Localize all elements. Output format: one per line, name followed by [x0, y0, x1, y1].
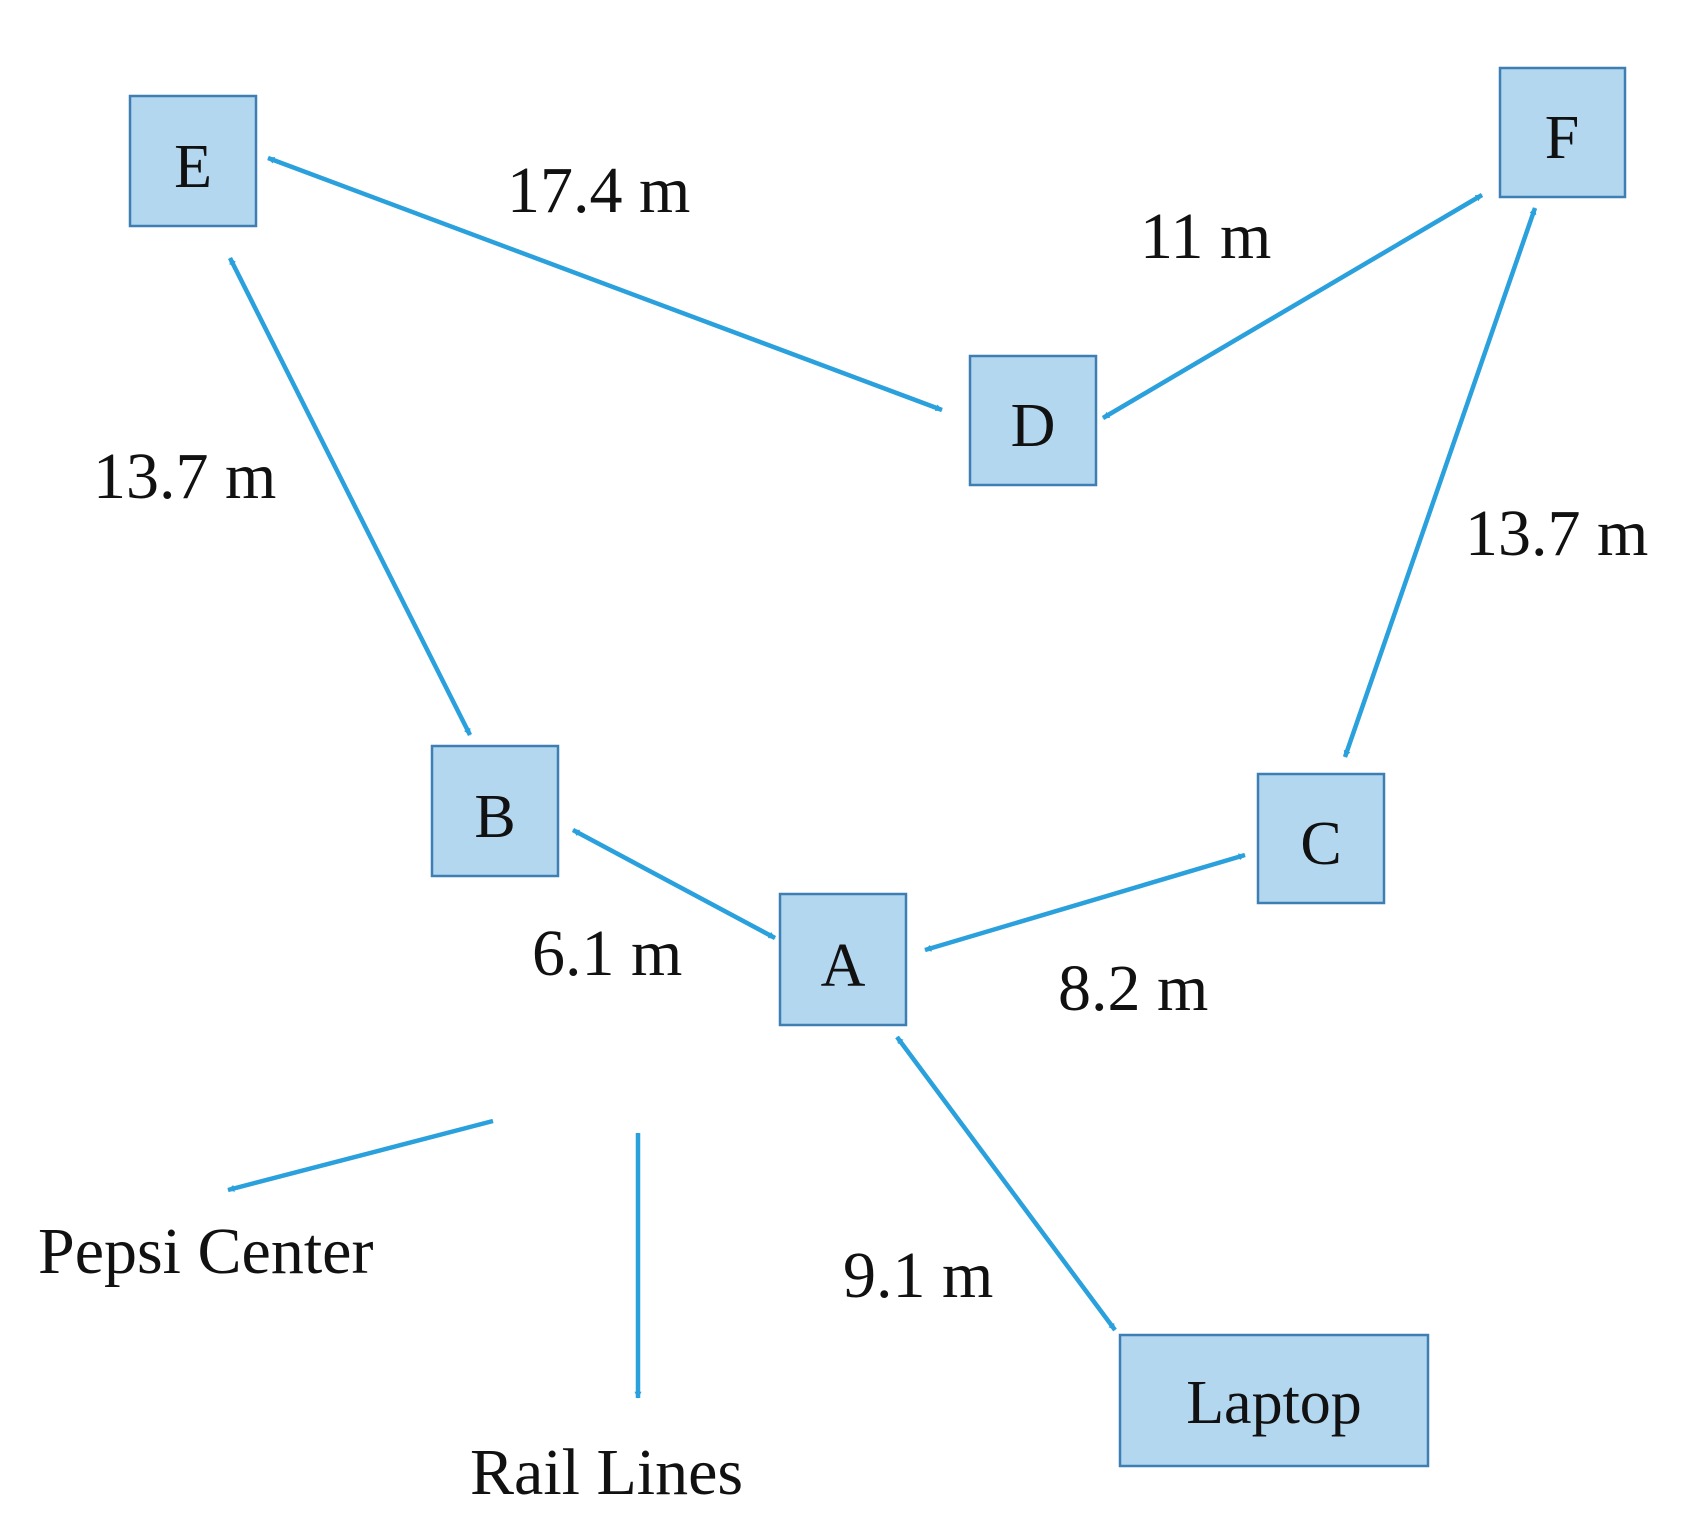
node-laptop: Laptop [1118, 1333, 1430, 1468]
node-e-label: E [174, 133, 212, 201]
node-e-box [128, 94, 258, 228]
node-d-box [968, 354, 1098, 487]
node-b: B [430, 744, 560, 878]
direction-labels: Pepsi Center Rail Lines [38, 1215, 743, 1509]
edge-f-c [1342, 207, 1538, 758]
edge-e-d [267, 155, 943, 413]
direction-arrows [227, 1118, 642, 1399]
node-f-label: F [1545, 104, 1579, 172]
node-d: D [968, 354, 1098, 487]
node-b-box [430, 744, 560, 878]
node-f-box [1498, 66, 1627, 199]
edge-b-a [571, 828, 777, 940]
distance-label-d-f: 11 m [1140, 200, 1271, 273]
node-laptop-label: Laptop [1186, 1369, 1362, 1437]
distance-label-e-b: 13.7 m [93, 440, 276, 513]
node-c-box [1256, 772, 1386, 905]
node-a: A [778, 892, 908, 1027]
node-laptop-box [1118, 1333, 1430, 1468]
node-a-label: A [821, 932, 866, 1000]
node-e: E [128, 94, 258, 228]
edges [227, 155, 1538, 1332]
edge-e-b [227, 256, 473, 737]
distance-label-f-c: 13.7 m [1465, 497, 1648, 570]
distance-label-a-laptop: 9.1 m [843, 1239, 993, 1312]
edge-a-laptop [895, 1035, 1117, 1332]
distance-labels: 17.4 m 11 m 13.7 m 13.7 m 6.1 m 8.2 m 9.… [93, 154, 1648, 1312]
node-c-label: C [1300, 810, 1341, 878]
node-c: C [1256, 772, 1386, 905]
rail-lines-label: Rail Lines [470, 1436, 743, 1509]
pepsi-center-arrow [227, 1118, 494, 1193]
node-b-label: B [474, 783, 515, 851]
node-d-label: D [1011, 392, 1056, 460]
node-a-box [778, 892, 908, 1027]
distance-label-e-d: 17.4 m [507, 154, 690, 227]
pepsi-center-label: Pepsi Center [38, 1215, 373, 1288]
distance-label-b-a: 6.1 m [532, 917, 682, 990]
distance-label-a-c: 8.2 m [1058, 952, 1208, 1025]
node-f: F [1498, 66, 1627, 199]
edge-a-c [924, 852, 1246, 953]
